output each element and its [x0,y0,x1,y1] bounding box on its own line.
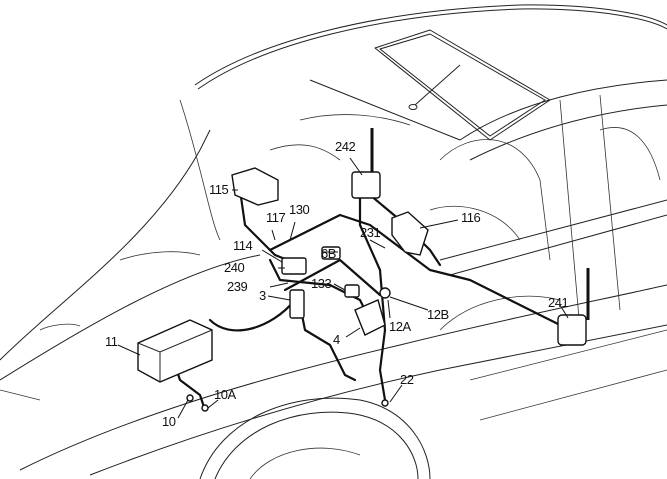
label-10: 10 [162,414,176,429]
label-6B: 6B [321,246,336,261]
label-231: 231 [360,225,381,240]
label-117: 117 [266,210,286,225]
label-242: 242 [335,139,356,154]
label-130: 130 [289,202,310,217]
label-12A: 12A [389,319,411,334]
label-11: 11 [105,334,118,349]
label-133: 133 [311,276,332,291]
label-3: 3 [259,288,266,303]
sunroof [374,29,551,141]
label-10A: 10A [214,387,236,402]
label-240: 240 [224,260,245,275]
wiring-harness [168,188,562,412]
label-239: 239 [227,279,248,294]
label-4: 4 [333,332,340,347]
label-22: 22 [400,372,414,387]
components [137,128,590,412]
seats [429,127,661,261]
label-12B: 12B [427,307,449,322]
label-116: 116 [461,210,481,225]
label-114: 114 [233,238,253,253]
label-115: 115 [209,182,229,197]
car-body-outline [0,4,667,479]
leader-lines [117,157,569,419]
label-241: 241 [548,295,569,310]
